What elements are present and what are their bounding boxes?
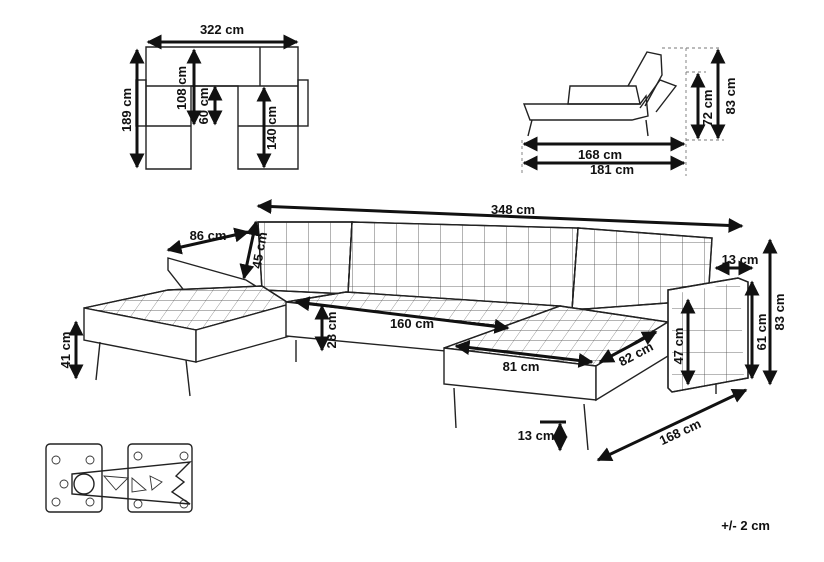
chaise-depth-label: 86 cm — [190, 228, 227, 243]
leg-height-label: 13 cm — [518, 428, 555, 443]
top-inner-depth-label: 108 cm — [174, 66, 189, 110]
overall-height-label: 83 cm — [772, 294, 787, 331]
armrest-width-label: 13 cm — [722, 252, 759, 267]
armrest-height-label: 47 cm — [671, 328, 686, 365]
perspective-view: 348 cm 86 cm 45 cm 13 cm 160 cm 28 cm 81… — [58, 199, 787, 462]
side-seat-height-label: 72 cm — [700, 90, 715, 127]
tolerance-label: +/- 2 cm — [721, 518, 770, 533]
cushion-label: 28 cm — [324, 312, 339, 349]
top-width-label: 322 cm — [200, 22, 244, 37]
top-seat-depth-label: 60 cm — [196, 88, 211, 125]
side-total-length-label: 181 cm — [590, 162, 634, 177]
back-height-label: 61 cm — [754, 314, 769, 351]
chaise-width-label: 81 cm — [503, 359, 540, 374]
connector-detail — [45, 443, 193, 513]
side-seat-length-label: 168 cm — [578, 147, 622, 162]
top-depth-label: 189 cm — [119, 88, 134, 132]
top-chaise-length-label: 140 cm — [264, 106, 279, 150]
total-width-label: 348 cm — [491, 202, 535, 217]
top-view: 322 cm 189 cm 108 cm 60 cm 140 cm — [119, 22, 309, 170]
seat-width-label: 160 cm — [390, 316, 434, 331]
screw-icon — [51, 451, 189, 509]
seat-floor-label: 41 cm — [58, 332, 73, 369]
side-total-height-label: 83 cm — [723, 78, 738, 115]
side-view: 168 cm 181 cm 72 cm 83 cm — [521, 47, 738, 177]
backrest-label: 45 cm — [249, 231, 270, 270]
